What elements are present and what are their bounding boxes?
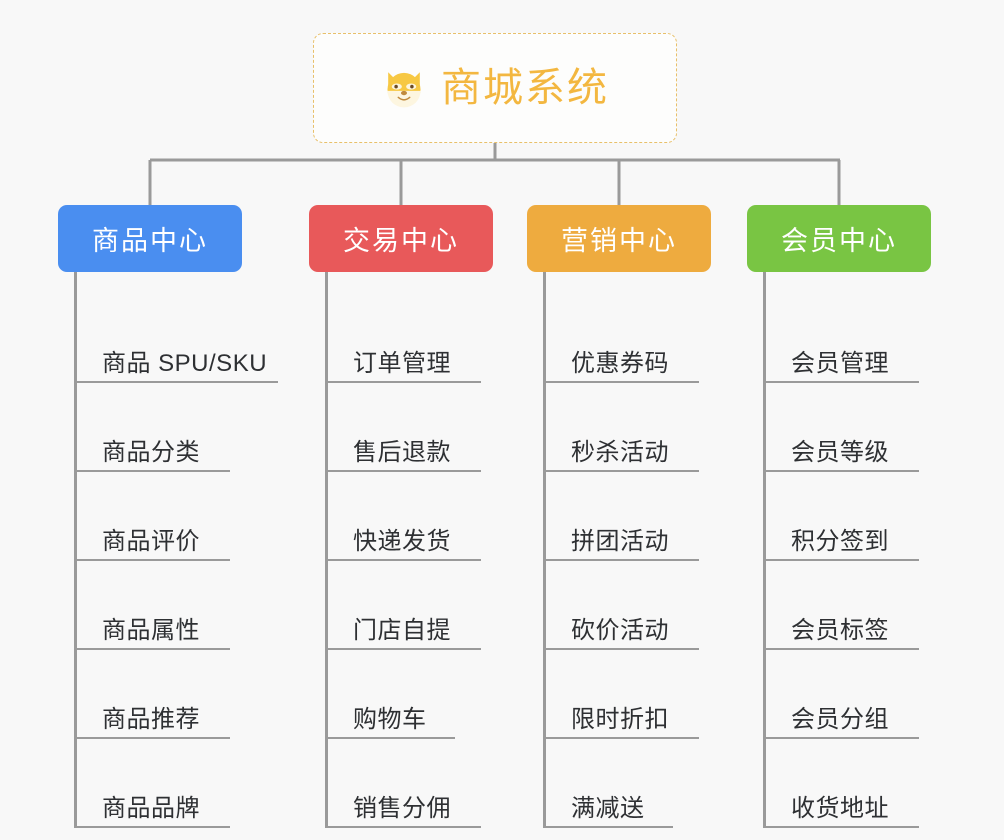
category-header-label: 营销中心 (561, 226, 677, 256)
leaf-item-label: 门店自提 (353, 616, 451, 644)
leaf-item-label: 商品分类 (102, 438, 200, 466)
branch-trunk-line (763, 272, 766, 828)
leaf-item[interactable]: 商品 SPU/SKU (74, 294, 278, 383)
leaf-item[interactable]: 优惠券码 (543, 294, 699, 383)
leaf-item[interactable]: 门店自提 (325, 561, 481, 650)
leaf-item[interactable]: 商品推荐 (74, 650, 230, 739)
category-header-member-center[interactable]: 会员中心 (747, 205, 931, 272)
shiba-dog-face-icon (387, 72, 421, 108)
leaf-item-label: 优惠券码 (571, 349, 669, 377)
leaf-item[interactable]: 积分签到 (763, 472, 919, 561)
leaf-item-label: 收货地址 (791, 794, 889, 822)
leaf-list-trade-center: 订单管理售后退款快递发货门店自提购物车销售分佣 (309, 272, 493, 828)
leaf-item[interactable]: 商品分类 (74, 383, 230, 472)
leaf-item[interactable]: 购物车 (325, 650, 455, 739)
leaf-item-label: 商品属性 (102, 616, 200, 644)
leaf-item-label: 秒杀活动 (571, 438, 669, 466)
leaf-item[interactable]: 砍价活动 (543, 561, 699, 650)
leaf-item-label: 会员管理 (791, 349, 889, 377)
category-header-product-center[interactable]: 商品中心 (58, 205, 242, 272)
leaf-item-label: 销售分佣 (353, 794, 451, 822)
leaf-item[interactable]: 限时折扣 (543, 650, 699, 739)
category-header-label: 交易中心 (343, 226, 459, 256)
leaf-item-label: 会员标签 (791, 616, 889, 644)
leaf-item-label: 限时折扣 (571, 705, 669, 733)
leaf-item[interactable]: 商品品牌 (74, 739, 230, 828)
leaf-item[interactable]: 商品属性 (74, 561, 230, 650)
leaf-item-label: 订单管理 (353, 349, 451, 377)
leaf-item[interactable]: 商品评价 (74, 472, 230, 561)
leaf-item-label: 商品品牌 (102, 794, 200, 822)
category-header-label: 商品中心 (92, 226, 208, 256)
leaf-item-label: 商品 SPU/SKU (102, 349, 268, 377)
leaf-item[interactable]: 会员管理 (763, 294, 919, 383)
leaf-item-label: 拼团活动 (571, 527, 669, 555)
leaf-item[interactable]: 秒杀活动 (543, 383, 699, 472)
leaf-item[interactable]: 售后退款 (325, 383, 481, 472)
leaf-item-label: 商品推荐 (102, 705, 200, 733)
leaf-item-label: 积分签到 (791, 527, 889, 555)
category-header-trade-center[interactable]: 交易中心 (309, 205, 493, 272)
leaf-item-label: 会员分组 (791, 705, 889, 733)
leaf-item[interactable]: 会员标签 (763, 561, 919, 650)
leaf-item-label: 售后退款 (353, 438, 451, 466)
leaf-item[interactable]: 会员等级 (763, 383, 919, 472)
leaf-item[interactable]: 会员分组 (763, 650, 919, 739)
category-column-member-center: 会员中心会员管理会员等级积分签到会员标签会员分组收货地址 (747, 205, 931, 828)
leaf-item[interactable]: 订单管理 (325, 294, 481, 383)
category-header-label: 会员中心 (781, 226, 897, 256)
category-column-product-center: 商品中心商品 SPU/SKU 商品分类商品评价商品属性商品推荐商品品牌 (58, 205, 278, 828)
leaf-item[interactable]: 快递发货 (325, 472, 481, 561)
leaf-item[interactable]: 销售分佣 (325, 739, 481, 828)
branch-trunk-line (325, 272, 328, 828)
category-header-marketing-center[interactable]: 营销中心 (527, 205, 711, 272)
category-column-trade-center: 交易中心订单管理售后退款快递发货门店自提购物车销售分佣 (309, 205, 493, 828)
leaf-item-label: 砍价活动 (571, 616, 669, 644)
leaf-item-label: 满减送 (571, 794, 645, 822)
leaf-item-label: 商品评价 (102, 527, 200, 555)
leaf-item[interactable]: 收货地址 (763, 739, 919, 828)
branch-trunk-line (543, 272, 546, 828)
leaf-list-member-center: 会员管理会员等级积分签到会员标签会员分组收货地址 (747, 272, 931, 828)
category-column-marketing-center: 营销中心优惠券码秒杀活动拼团活动砍价活动限时折扣满减送 (527, 205, 711, 828)
leaf-item[interactable]: 拼团活动 (543, 472, 699, 561)
leaf-item-label: 快递发货 (353, 527, 451, 555)
branch-trunk-line (74, 272, 77, 828)
leaf-list-marketing-center: 优惠券码秒杀活动拼团活动砍价活动限时折扣满减送 (527, 272, 711, 828)
leaf-item[interactable]: 满减送 (543, 739, 673, 828)
leaf-item-label: 会员等级 (791, 438, 889, 466)
leaf-item-label: 购物车 (353, 705, 427, 733)
root-title: 商城系统 (441, 66, 609, 110)
root-node[interactable]: 商城系统 (313, 33, 677, 143)
leaf-list-product-center: 商品 SPU/SKU 商品分类商品评价商品属性商品推荐商品品牌 (58, 272, 278, 828)
